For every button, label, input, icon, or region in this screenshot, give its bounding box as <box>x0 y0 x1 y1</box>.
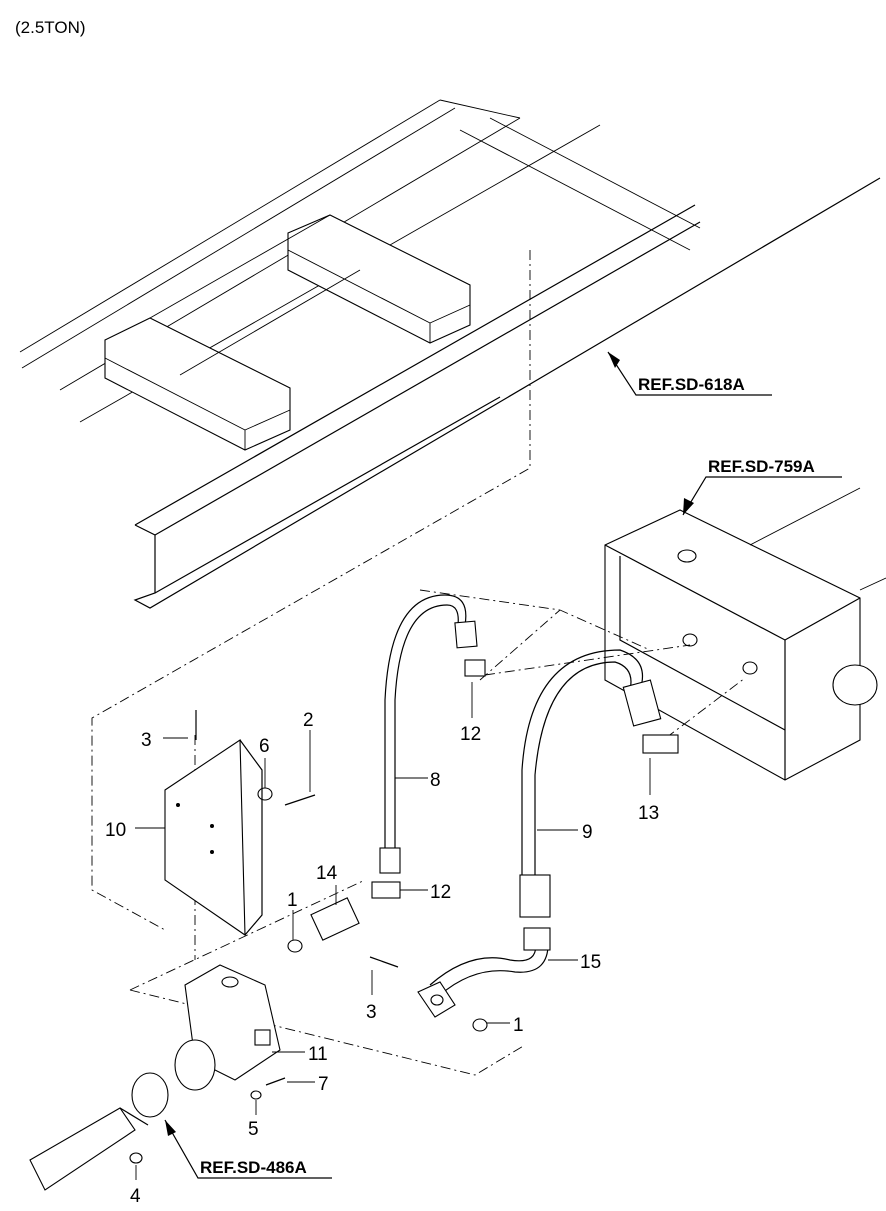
hose-8 <box>379 594 478 874</box>
callout-4: 4 <box>130 1186 141 1207</box>
callout-3: 3 <box>141 730 152 751</box>
callout-2: 2 <box>303 710 314 731</box>
callout-leaders <box>135 682 651 1180</box>
hydraulic-tank <box>604 487 886 781</box>
hose-9 <box>519 649 662 918</box>
washer-5 <box>250 1090 262 1100</box>
callout-1: 1 <box>287 890 298 911</box>
nut-4 <box>129 1152 143 1164</box>
bracket-10 <box>164 738 263 937</box>
ref-shaft-label: REF.SD-486A <box>200 1158 307 1177</box>
pipe-15 <box>417 927 551 1018</box>
washer-6 <box>257 787 273 801</box>
o-ring-1b <box>472 1018 488 1032</box>
bolt-3b <box>369 956 399 968</box>
callout-13: 13 <box>638 803 659 824</box>
chassis-frame <box>19 99 881 609</box>
bolt-7 <box>265 1077 286 1086</box>
callout-11: 11 <box>308 1044 328 1065</box>
callout-15: 15 <box>580 952 601 973</box>
o-ring-1a <box>287 939 303 953</box>
callout-8: 8 <box>430 770 441 791</box>
pump-11 <box>174 964 281 1091</box>
elbow-12-upper <box>464 659 486 677</box>
callout-7: 7 <box>318 1074 329 1095</box>
callout-14: 14 <box>316 863 338 884</box>
callout-1: 1 <box>513 1015 524 1036</box>
diagram-title: (2.5TON) <box>15 18 86 37</box>
callout-5: 5 <box>248 1119 259 1140</box>
ref-tank-label: REF.SD-759A <box>708 457 815 476</box>
callout-6: 6 <box>259 736 270 757</box>
small-parts <box>129 659 679 1164</box>
phantom-lines <box>91 250 746 1076</box>
elbow-12-lower <box>371 881 401 899</box>
ref-frame-label: REF.SD-618A <box>638 375 745 394</box>
propeller-shaft <box>29 1072 169 1191</box>
callout-9: 9 <box>582 822 593 843</box>
callout-12: 12 <box>460 724 481 745</box>
reference-leaders <box>164 351 842 1179</box>
bolt-2 <box>284 794 316 806</box>
callout-10: 10 <box>105 820 126 841</box>
adapter-14 <box>310 897 360 941</box>
elbow-13 <box>642 734 679 754</box>
callout-3: 3 <box>366 1002 377 1023</box>
callout-12: 12 <box>430 882 451 903</box>
